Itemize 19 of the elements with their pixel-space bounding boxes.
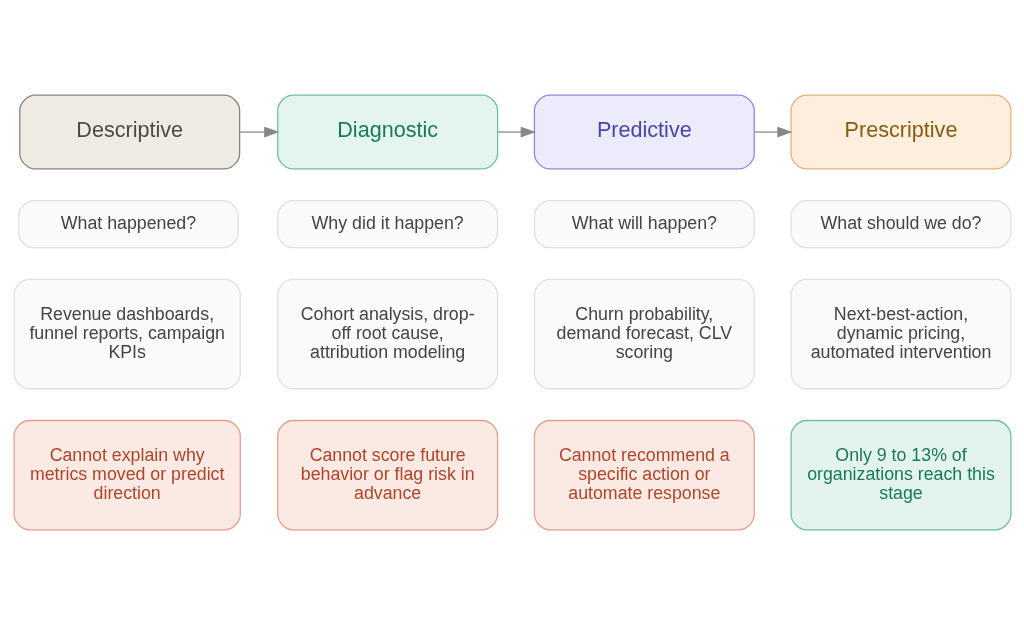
node-box: What will happen? [533, 199, 755, 248]
arrow [753, 126, 793, 137]
node-box: Descriptive [18, 94, 240, 170]
node-box: Prescriptive [789, 94, 1012, 170]
node-box: Next-best-action, dynamic pricing, automated intervention [789, 278, 1012, 389]
node-box: Predictive [533, 94, 755, 170]
node-box: What happened? [17, 199, 239, 248]
node-box: Diagnostic [276, 94, 498, 170]
node-box: Cannot recommend a specific action or automate response [533, 419, 755, 530]
node-box: Only 9 to 13% of organizations reach this stage [789, 419, 1012, 530]
node-box: Why did it happen? [276, 199, 498, 248]
node-box: Churn probability, demand forecast, CLV scoring [533, 278, 755, 389]
arrow [496, 126, 536, 137]
arrow [238, 126, 279, 137]
node-box: What should we do? [789, 199, 1012, 248]
node-box: Cannot score future behavior or flag risk in advance [276, 419, 498, 530]
node-box: Cannot explain why metrics moved or predict direction [12, 419, 241, 530]
node-box: Revenue dashboards, funnel reports, campaign KPIs [12, 278, 241, 389]
node-box: Cohort analysis, drop-off root cause, attribution modeling [276, 278, 498, 389]
